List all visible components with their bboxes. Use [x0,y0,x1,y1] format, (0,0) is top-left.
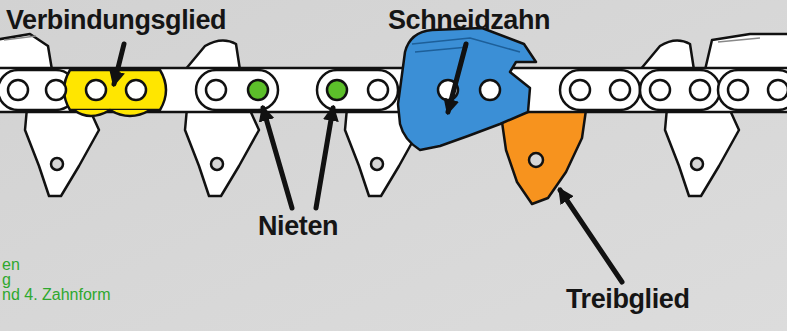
rivet-hole [690,80,710,100]
side-note: en [2,256,20,274]
cutter-top [640,40,694,70]
rivet-hole [570,80,590,100]
leader-arrow [448,44,466,112]
drive-link-tang [25,108,99,196]
side-strap [0,70,76,110]
side-strap [718,70,787,110]
part-name: Nieten [258,212,338,242]
leader-arrow [316,108,333,208]
leader-arrow [560,190,622,282]
side-note: nd 4. Zahnform [2,286,111,304]
side-note: g [2,271,11,289]
rivet [248,80,347,100]
rivet-hole [610,80,630,100]
rivet-hole [206,80,226,100]
side-strap [196,70,278,110]
leader-arrow [114,44,622,282]
rivet-hole [650,80,670,100]
drive-link-tang [25,108,99,196]
drive-link-tang [211,158,223,170]
drive-link [529,153,543,167]
drive-link-tang [371,158,383,170]
cutter-top [705,34,787,70]
drive-link-tang [665,108,739,196]
cutter-top [4,36,36,40]
rivet-hole [8,80,787,100]
cutting-tooth [398,28,536,150]
rivet [327,80,347,100]
drive-link-tang [25,108,739,196]
part-name: Schneidzahn [388,6,550,36]
rivet-hole [768,80,787,100]
rivet-hole [8,80,28,100]
connecting-link [74,110,150,116]
cutting-tooth [415,47,468,52]
drive-link-tang [51,158,63,170]
part-name: Verbindungsglied [6,6,226,36]
rivet-hole [728,80,748,100]
cutter-top [718,38,760,42]
side-strap [560,70,640,110]
leader-arrow [114,44,124,84]
cutter-top [0,34,52,70]
drive-link-tang [185,108,259,196]
drive-link-tang [691,158,703,170]
part-name: Treibglied [566,285,690,315]
side-strap [640,70,720,110]
cutter-top [185,40,240,70]
rivet-hole [46,80,66,100]
side-strap [317,70,398,110]
drive-link-tang [665,108,739,196]
rivet-hole [126,80,146,100]
rivet [248,80,268,100]
rivet-hole [480,80,500,100]
drive-link-tang [185,108,259,196]
rivet-hole [86,80,106,100]
leader-arrow [263,108,292,208]
cutting-tooth [398,28,536,150]
rivet-hole [368,80,388,100]
